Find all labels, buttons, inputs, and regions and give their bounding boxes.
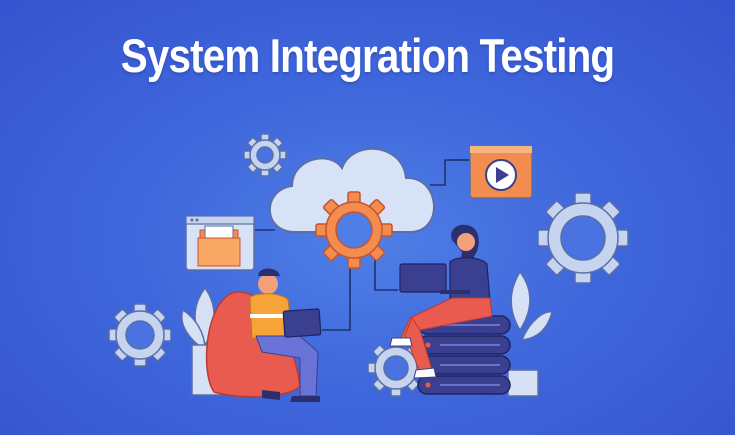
- page-title: System Integration Testing: [120, 29, 615, 82]
- gear-icon: [243, 133, 287, 177]
- connector-lines: [255, 159, 470, 331]
- folder-icon: [185, 215, 255, 271]
- gear-icon: [108, 303, 172, 367]
- gear-icon: [315, 191, 393, 269]
- play-icon: [469, 145, 533, 199]
- woman-figure: [389, 224, 493, 379]
- plant-icon: [507, 270, 553, 397]
- cloud-icon: [268, 147, 435, 233]
- gear-icon: [367, 339, 425, 397]
- gear-icon: [537, 192, 629, 284]
- man-figure: [205, 268, 322, 402]
